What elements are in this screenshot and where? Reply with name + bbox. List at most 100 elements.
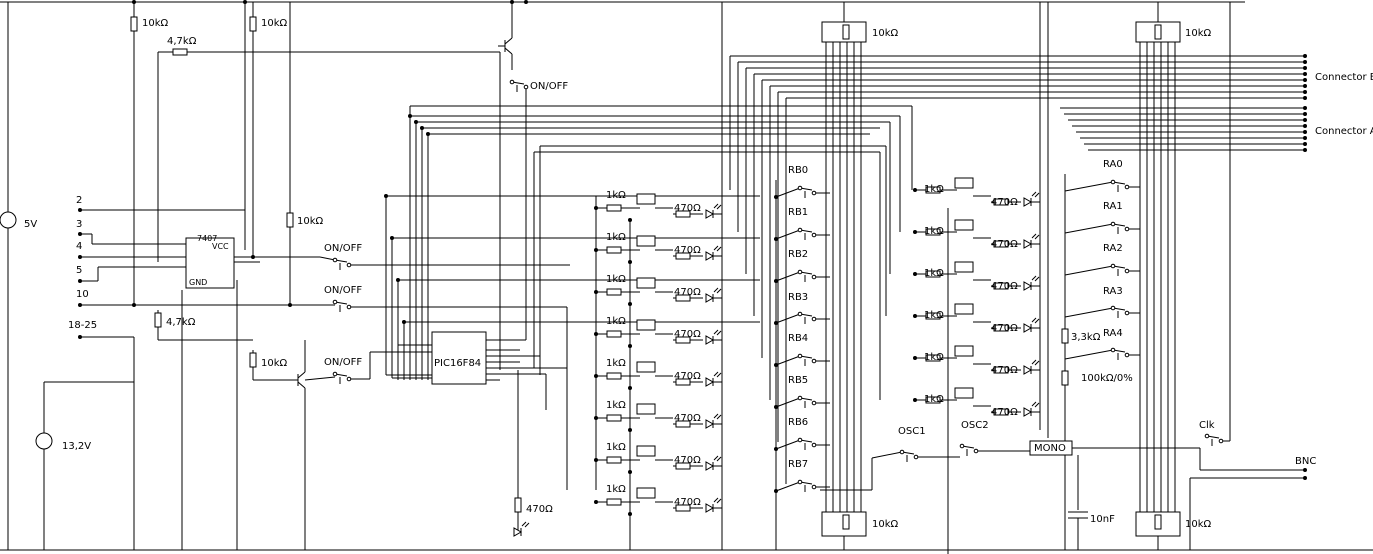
resistor bbox=[172, 48, 188, 56]
led-ray bbox=[713, 329, 719, 335]
r1k-l0: 1kΩ bbox=[606, 190, 626, 201]
transistor-collector bbox=[504, 37, 513, 45]
onoff-top: ON/OFF bbox=[530, 81, 568, 92]
rb2-label: RB2 bbox=[788, 249, 808, 260]
junction-dot bbox=[774, 237, 778, 241]
switch-contact bbox=[811, 316, 817, 322]
r1k-r2: 1kΩ bbox=[924, 268, 944, 279]
pin-18-25: 18-25 bbox=[68, 320, 97, 331]
led-ray bbox=[713, 497, 719, 503]
r470-l2: 470Ω bbox=[674, 287, 701, 298]
led-ray bbox=[716, 246, 722, 252]
resistor bbox=[1061, 370, 1069, 386]
resistor bbox=[606, 372, 622, 380]
resistor bbox=[993, 198, 1009, 206]
mosfet bbox=[954, 303, 974, 315]
switch-contact bbox=[1204, 433, 1210, 439]
junction-dot bbox=[774, 195, 778, 199]
junction-dot bbox=[628, 386, 632, 390]
r1k-r0: 1kΩ bbox=[924, 184, 944, 195]
components bbox=[0, 0, 1307, 537]
junction-dot bbox=[132, 303, 136, 307]
junction-dot bbox=[510, 0, 514, 4]
source-5v-icon bbox=[0, 211, 17, 229]
r1k-r5: 1kΩ bbox=[924, 394, 944, 405]
r470-r1: 470Ω bbox=[991, 239, 1018, 250]
r-10k-2: 10kΩ bbox=[261, 18, 288, 29]
switch-contact bbox=[797, 395, 803, 401]
switch-contact bbox=[1124, 352, 1130, 358]
led-icon bbox=[705, 251, 715, 261]
led-icon bbox=[705, 461, 715, 471]
pin-5: 5 bbox=[76, 265, 82, 276]
led-icon bbox=[705, 377, 715, 387]
onoff-1: ON/OFF bbox=[324, 243, 362, 254]
junction-dot bbox=[1303, 72, 1307, 76]
connector-a-label: Connector A bbox=[1315, 126, 1373, 137]
wire bbox=[775, 481, 801, 492]
junction-dot bbox=[384, 194, 388, 198]
ic7407-label: 7407 bbox=[197, 234, 217, 243]
mosfet bbox=[954, 219, 974, 231]
pot-label: 100kΩ/0% bbox=[1081, 373, 1133, 384]
led-ray bbox=[1031, 317, 1037, 323]
led-icon bbox=[1023, 197, 1033, 207]
junction-dot bbox=[628, 470, 632, 474]
switch-contact bbox=[811, 442, 817, 448]
led-ray bbox=[716, 414, 722, 420]
junction-dot bbox=[913, 314, 917, 318]
junction-dot bbox=[1303, 78, 1307, 82]
led-ray bbox=[1031, 275, 1037, 281]
junction-dot bbox=[628, 218, 632, 222]
junction-dot bbox=[774, 489, 778, 493]
junction-dot bbox=[594, 206, 598, 210]
resistor bbox=[675, 420, 691, 428]
r1k-l7: 1kΩ bbox=[606, 484, 626, 495]
mosfet bbox=[636, 445, 656, 457]
switch-contact bbox=[346, 304, 352, 310]
led-icon bbox=[1023, 407, 1033, 417]
switch-contact bbox=[332, 257, 338, 263]
junction-dot bbox=[594, 500, 598, 504]
transistor-emitter bbox=[297, 381, 306, 389]
r-10k-4: 10kΩ bbox=[261, 358, 288, 369]
resistor bbox=[925, 186, 941, 194]
junction-dot bbox=[1303, 60, 1307, 64]
junction-dot bbox=[1303, 112, 1307, 116]
junction-dot bbox=[628, 344, 632, 348]
resistor bbox=[130, 16, 138, 32]
switch-contact bbox=[1110, 347, 1116, 353]
connector-b-label: Connector B bbox=[1315, 72, 1373, 83]
resistor bbox=[993, 408, 1009, 416]
switch-contact bbox=[797, 311, 803, 317]
junction-dot bbox=[1303, 468, 1307, 472]
clk-label: Clk bbox=[1199, 420, 1215, 431]
junction-dot bbox=[1303, 84, 1307, 88]
rpack-top-right: 10kΩ bbox=[1185, 28, 1212, 39]
r1k-r3: 1kΩ bbox=[924, 310, 944, 321]
r470-r5: 470Ω bbox=[991, 407, 1018, 418]
led-icon bbox=[1023, 323, 1033, 333]
ic7407-gnd: GND bbox=[189, 278, 207, 287]
switch-contact bbox=[797, 437, 803, 443]
switch-contact bbox=[811, 190, 817, 196]
ra1-label: RA1 bbox=[1103, 201, 1123, 212]
resistor bbox=[993, 282, 1009, 290]
led-icon bbox=[1023, 281, 1033, 291]
r470-l6: 470Ω bbox=[674, 455, 701, 466]
junction-dot bbox=[1303, 142, 1307, 146]
junction-dot bbox=[774, 279, 778, 283]
r470-l1: 470Ω bbox=[674, 245, 701, 256]
junction-dot bbox=[1303, 136, 1307, 140]
wire bbox=[319, 256, 336, 261]
resistor bbox=[514, 497, 522, 513]
r1k-r4: 1kΩ bbox=[924, 352, 944, 363]
junction-dot bbox=[913, 230, 917, 234]
switch-contact bbox=[797, 269, 803, 275]
junction-dot bbox=[1303, 90, 1307, 94]
r470-l4: 470Ω bbox=[674, 371, 701, 382]
resistor bbox=[1154, 24, 1162, 40]
switch-contact bbox=[1110, 305, 1116, 311]
pin-4: 4 bbox=[76, 241, 82, 252]
